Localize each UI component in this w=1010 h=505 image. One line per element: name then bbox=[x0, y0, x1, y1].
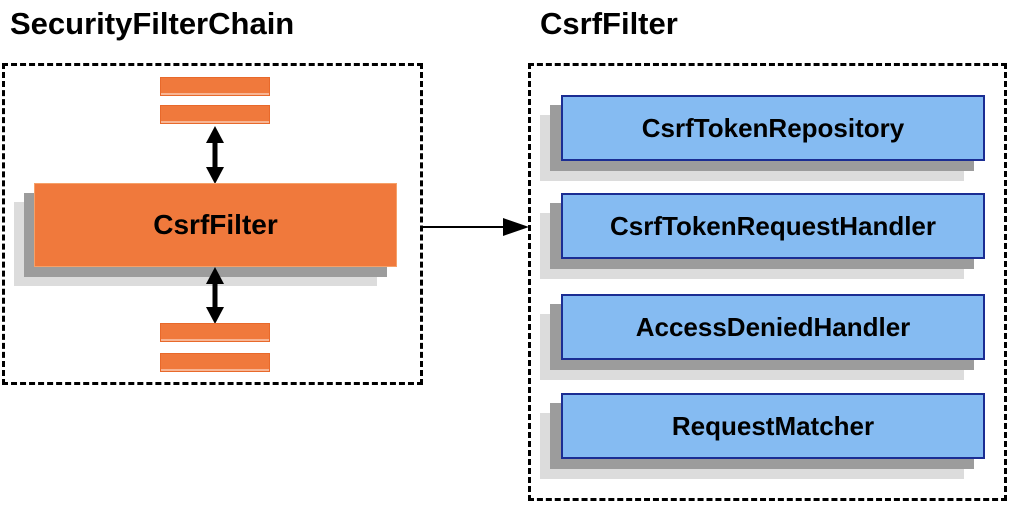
component-label: CsrfTokenRequestHandler bbox=[609, 210, 937, 241]
filter-placeholder-bar bbox=[160, 353, 270, 372]
csrf-filter-container bbox=[528, 63, 1007, 501]
right-arrow-icon bbox=[423, 218, 529, 236]
csrf-filter-title: CsrfFilter bbox=[540, 6, 678, 41]
filter-placeholder-bar bbox=[160, 105, 270, 124]
csrf-filter-box: CsrfFilter bbox=[34, 183, 397, 267]
filter-placeholder-bar bbox=[160, 323, 270, 342]
double-headed-arrow-icon bbox=[206, 267, 224, 324]
component-box-csrf-token-request-handler: CsrfTokenRequestHandler bbox=[561, 193, 985, 259]
security-filter-chain-title: SecurityFilterChain bbox=[10, 6, 295, 41]
component-label: AccessDeniedHandler bbox=[635, 311, 911, 342]
component-label: RequestMatcher bbox=[671, 410, 875, 441]
component-box-access-denied-handler: AccessDeniedHandler bbox=[561, 294, 985, 360]
filter-placeholder-bar bbox=[160, 77, 270, 96]
component-box-csrf-token-repository: CsrfTokenRepository bbox=[561, 95, 985, 161]
double-headed-arrow-icon bbox=[206, 126, 224, 184]
component-box-request-matcher: RequestMatcher bbox=[561, 393, 985, 459]
csrf-filter-box-label: CsrfFilter bbox=[153, 209, 278, 240]
security-filter-chain-container bbox=[2, 63, 423, 385]
component-label: CsrfTokenRepository bbox=[641, 112, 905, 143]
